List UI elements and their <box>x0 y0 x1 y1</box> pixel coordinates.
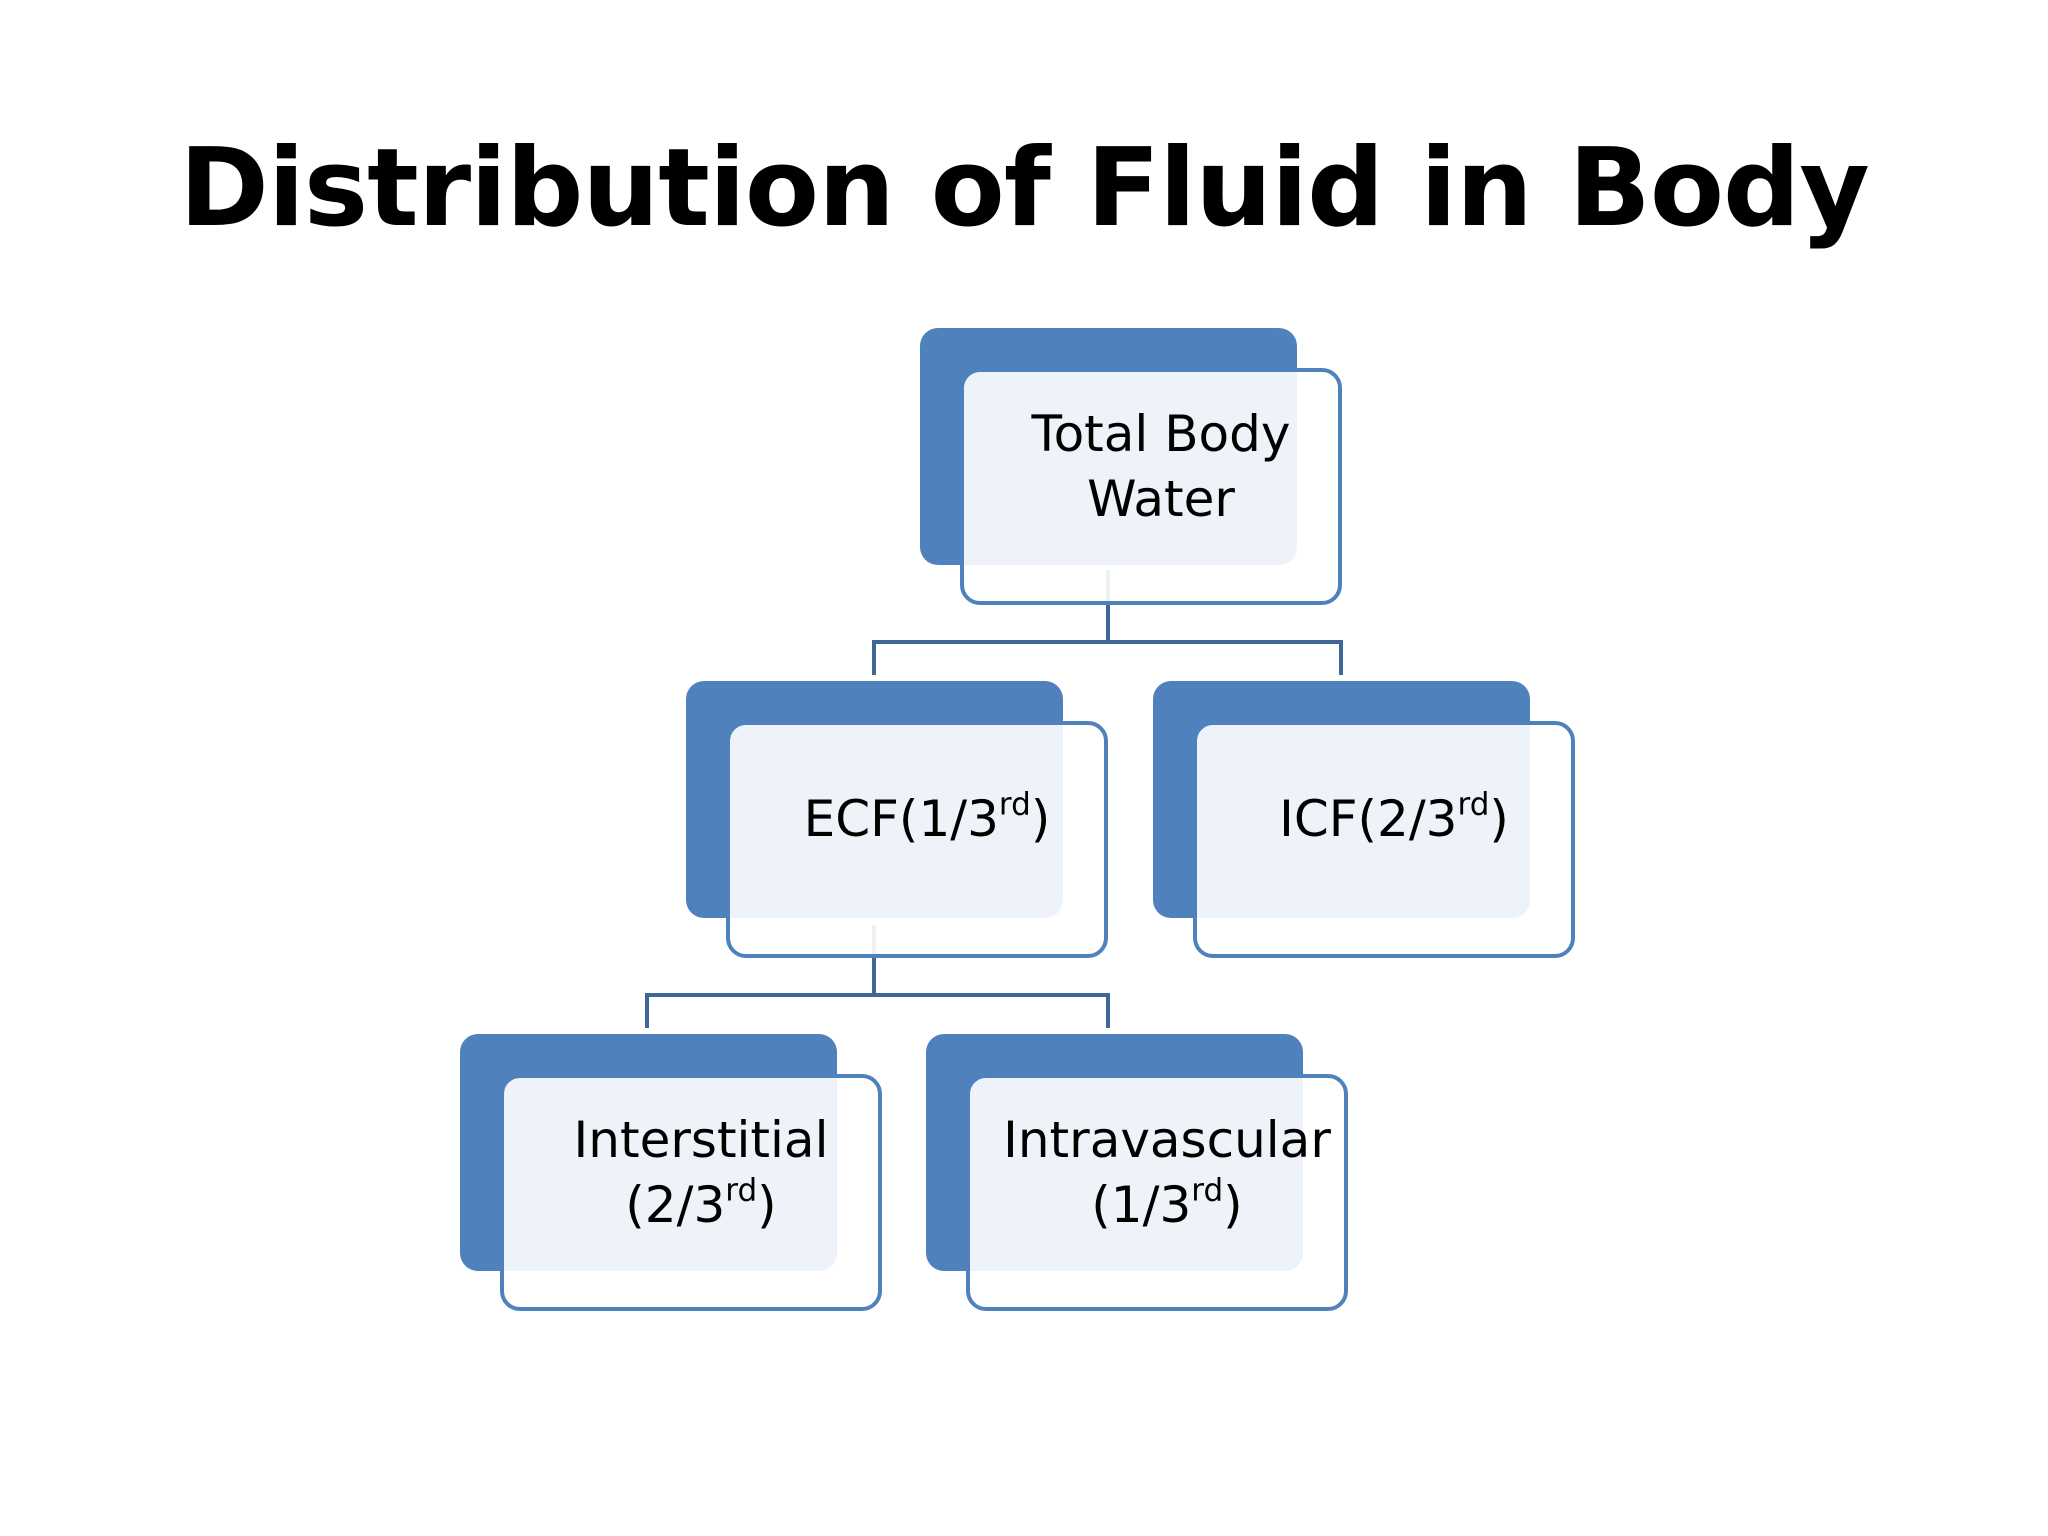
intravascular-line1: Intravascular <box>1003 1110 1331 1169</box>
node-label: Interstitial (2/3rd) <box>500 1074 882 1311</box>
node-box <box>960 368 1342 605</box>
slide-title: Distribution of Fluid in Body <box>179 126 1870 251</box>
interstitial-prefix: (2/3 <box>625 1175 726 1234</box>
node-interstitial: Interstitial (2/3rd) <box>460 1034 888 1317</box>
root-line2: Water <box>1087 469 1235 528</box>
node-label: ECF(1/3rd) <box>726 721 1108 958</box>
intravascular-prefix: (1/3 <box>1091 1175 1192 1234</box>
node-label: ICF(2/3rd) <box>1193 721 1575 958</box>
ecf-superscript: rd <box>998 786 1031 823</box>
node-box <box>500 1074 882 1311</box>
intravascular-superscript: rd <box>1191 1171 1224 1208</box>
node-ecf: ECF(1/3rd) <box>686 681 1114 964</box>
node-box <box>726 721 1108 958</box>
ecf-prefix: ECF(1/3 <box>803 790 999 848</box>
node-label: Total Body Water <box>960 368 1342 605</box>
intravascular-suffix: ) <box>1223 1175 1243 1234</box>
node-intravascular: Intravascular (1/3rd) <box>926 1034 1354 1317</box>
node-box <box>1193 721 1575 958</box>
node-icf: ICF(2/3rd) <box>1153 681 1581 964</box>
ecf-suffix: ) <box>1030 790 1051 848</box>
node-box <box>966 1074 1348 1311</box>
interstitial-suffix: ) <box>757 1175 777 1234</box>
node-total-body-water: Total Body Water <box>920 328 1348 611</box>
icf-suffix: ) <box>1489 790 1509 848</box>
node-label: Intravascular (1/3rd) <box>966 1074 1348 1311</box>
interstitial-line1: Interstitial <box>573 1110 829 1169</box>
icf-prefix: ICF(2/3 <box>1279 790 1458 848</box>
root-line1: Total Body <box>1031 404 1291 463</box>
icf-superscript: rd <box>1457 786 1490 823</box>
interstitial-superscript: rd <box>725 1171 758 1208</box>
